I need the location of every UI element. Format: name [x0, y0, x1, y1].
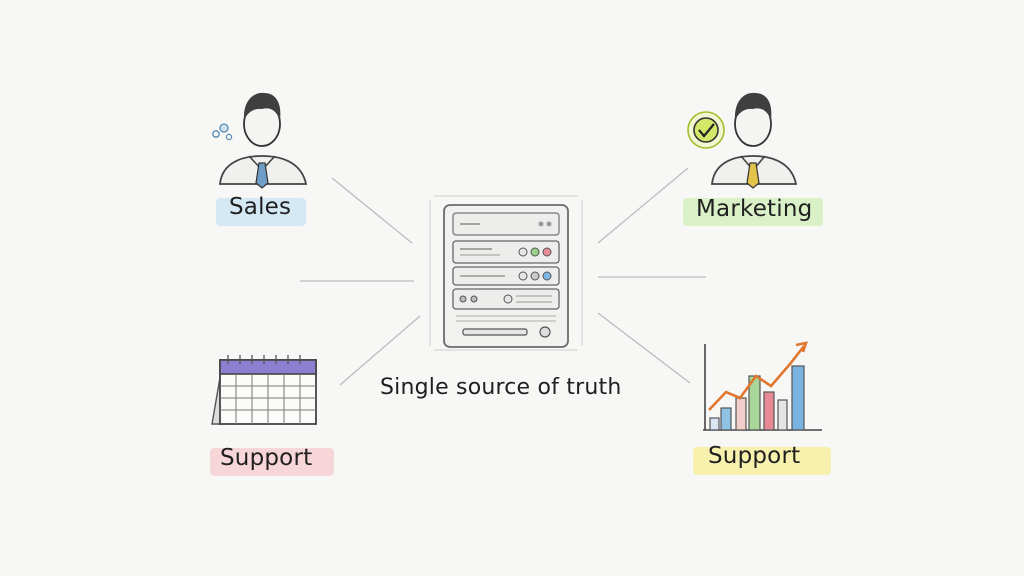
support-left-label: Support [220, 445, 313, 471]
sales-label: Sales [229, 194, 292, 220]
person-icon [687, 92, 798, 189]
connector-sales [331, 177, 413, 244]
support-right-label: Support [708, 443, 801, 469]
marketing-label: Marketing [696, 196, 813, 222]
connector-lines [300, 167, 706, 386]
bar-chart-icon [703, 341, 822, 431]
server-icon [429, 195, 583, 351]
connector-support-right [597, 312, 691, 384]
calendar-icon [211, 355, 317, 425]
person-icon [212, 92, 308, 189]
center-label: Single source of truth [380, 375, 622, 400]
connector-support-left [339, 315, 421, 386]
connector-marketing [597, 167, 689, 244]
